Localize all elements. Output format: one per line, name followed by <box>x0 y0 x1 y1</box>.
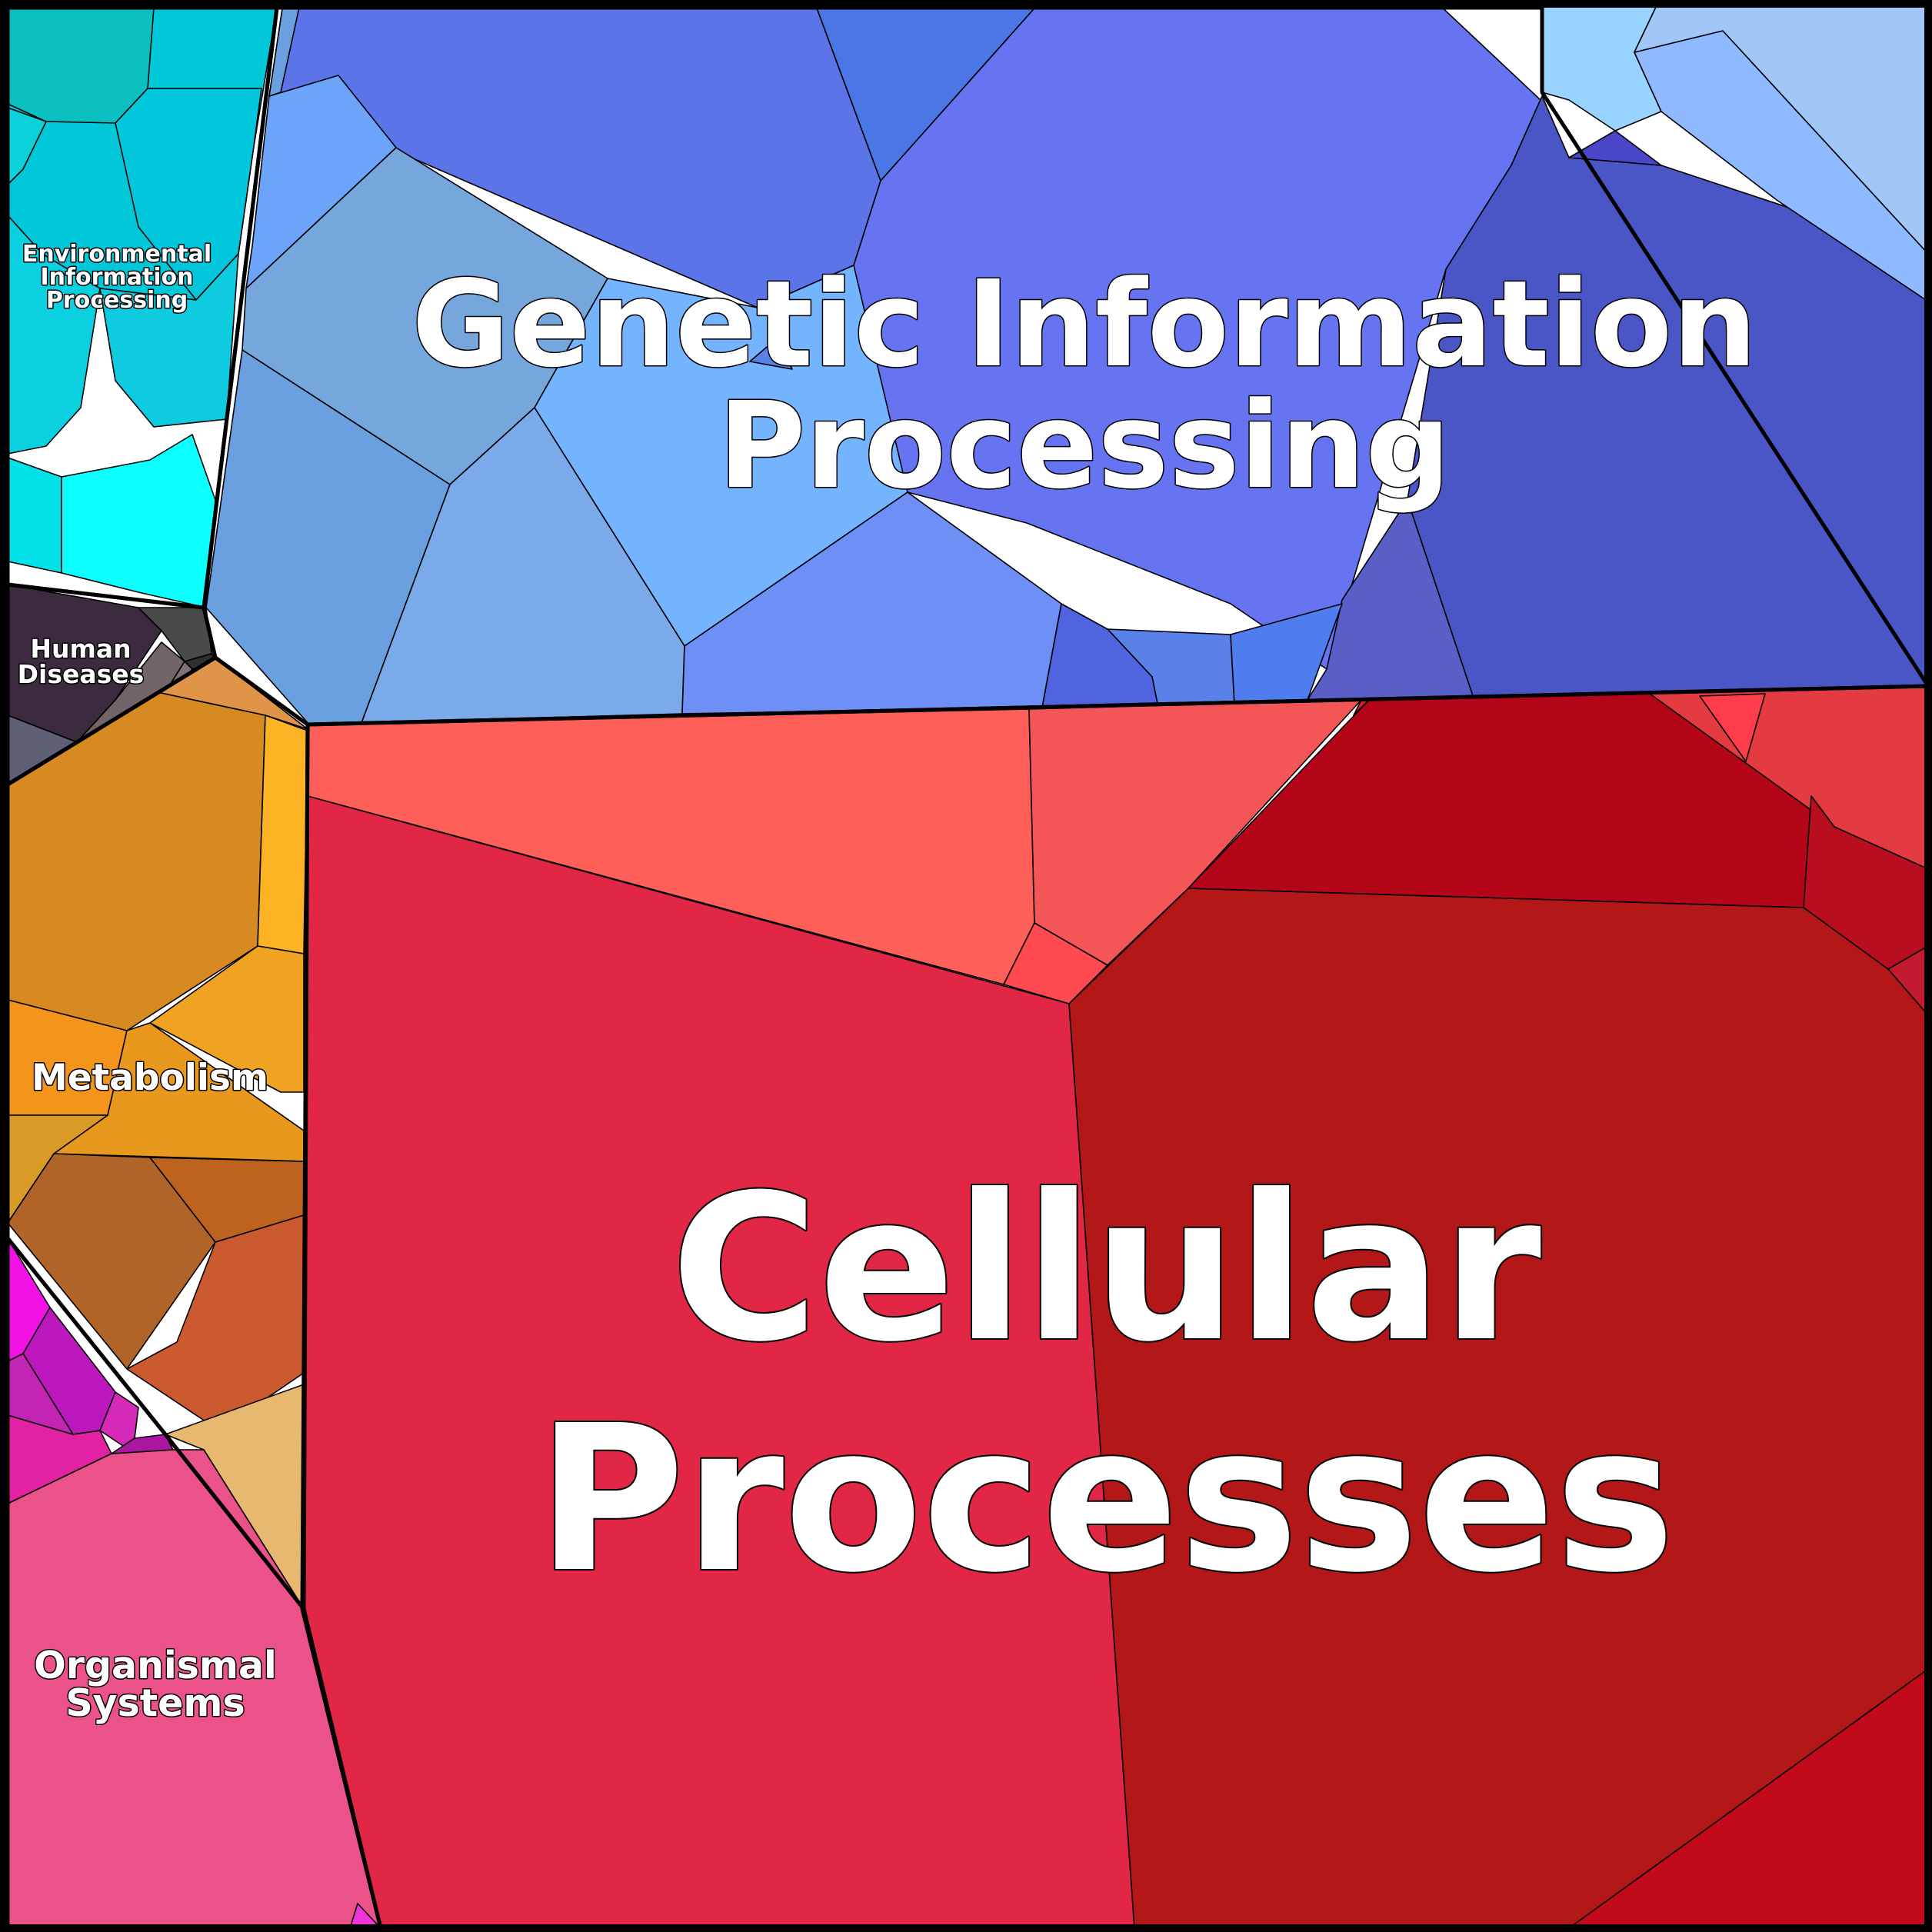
genetic-cell <box>1568 130 1662 166</box>
category-label-line: Processing <box>718 376 1451 515</box>
cellular-cell <box>1003 922 1108 1004</box>
environmental-cell <box>7 457 62 574</box>
category-label-line: Environmental <box>22 241 212 268</box>
category-label-line: Processes <box>537 1382 1675 1617</box>
category-label-line: Organismal <box>34 1644 277 1687</box>
genetic-cell <box>1307 499 1474 701</box>
environmental-cell <box>115 88 262 301</box>
metabolism-cell <box>149 945 305 1093</box>
genetic-cell <box>1041 603 1158 708</box>
category-label-line: Systems <box>65 1681 245 1725</box>
category-label-line: Diseases <box>18 659 145 689</box>
category-label-line: Information <box>40 264 193 291</box>
category-label-line: Processing <box>46 287 188 314</box>
category-label-line: Human <box>30 634 131 664</box>
category-label-line: Genetic Information <box>411 255 1757 394</box>
category-label-line: Cellular <box>671 1151 1543 1386</box>
environmental-cell <box>61 434 216 608</box>
category-label: Metabolism <box>32 1057 268 1099</box>
metabolism-cell <box>257 715 308 954</box>
organismal-cell <box>111 1434 174 1454</box>
genetic-cell <box>749 338 793 370</box>
category-label-line: Metabolism <box>32 1057 268 1099</box>
cellular-cell <box>1699 693 1766 762</box>
